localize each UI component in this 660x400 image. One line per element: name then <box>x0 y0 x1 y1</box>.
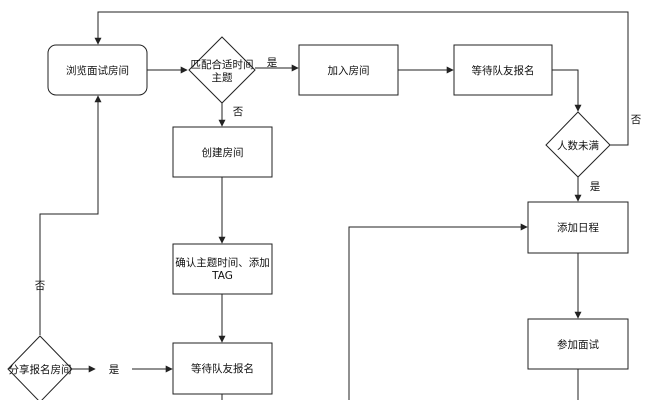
edge-label-match-no: 否 <box>233 106 244 118</box>
node-wait1-label: 等待队友报名 <box>472 64 535 77</box>
node-browse: 浏览面试房间 <box>47 44 148 96</box>
edge-label-notfull-yes: 是 <box>590 181 601 193</box>
node-interview: 参加面试 <box>527 318 629 370</box>
node-notfull: 人数未满 <box>545 111 611 178</box>
edge-wait1-to-notfull <box>552 69 582 112</box>
node-wait1: 等待队友报名 <box>453 44 553 96</box>
node-notfull-label: 人数未满 <box>557 139 599 152</box>
node-share-label: 分享报名房间 <box>9 363 72 376</box>
node-match-label-2: 主题 <box>212 72 233 84</box>
edge-notfull-to-browse <box>94 11 629 146</box>
node-browse-label: 浏览面试房间 <box>66 64 129 77</box>
node-match: 匹配合适时间 主题 <box>188 36 256 104</box>
node-schedule: 添加日程 <box>527 201 629 254</box>
edge-label-share-yes: 是 <box>109 364 120 376</box>
node-wait2-label: 等待队友报名 <box>191 362 254 375</box>
node-match-label-1: 匹配合适时间 <box>191 58 254 71</box>
edge-label-share-no: 否 <box>35 280 46 292</box>
node-create: 创建房间 <box>172 126 273 178</box>
node-join: 加入房间 <box>298 44 399 96</box>
node-interview-label: 参加面试 <box>557 338 599 351</box>
node-create-label: 创建房间 <box>202 146 244 159</box>
edge-share-to-browse <box>39 95 102 335</box>
edge-label-match-yes: 是 <box>267 57 278 69</box>
node-share: 分享报名房间 <box>7 335 73 400</box>
node-confirm: 确认主题时间、添加 TAG <box>172 243 273 295</box>
node-confirm-label-2: TAG <box>211 270 233 282</box>
node-wait2: 等待队友报名 <box>172 342 273 395</box>
edge-bottom-to-schedule <box>348 223 528 400</box>
edge-label-notfull-no: 否 <box>631 114 642 126</box>
node-join-label: 加入房间 <box>328 64 370 77</box>
node-schedule-label: 添加日程 <box>557 221 599 234</box>
node-confirm-label-1: 确认主题时间、添加 <box>175 256 270 269</box>
